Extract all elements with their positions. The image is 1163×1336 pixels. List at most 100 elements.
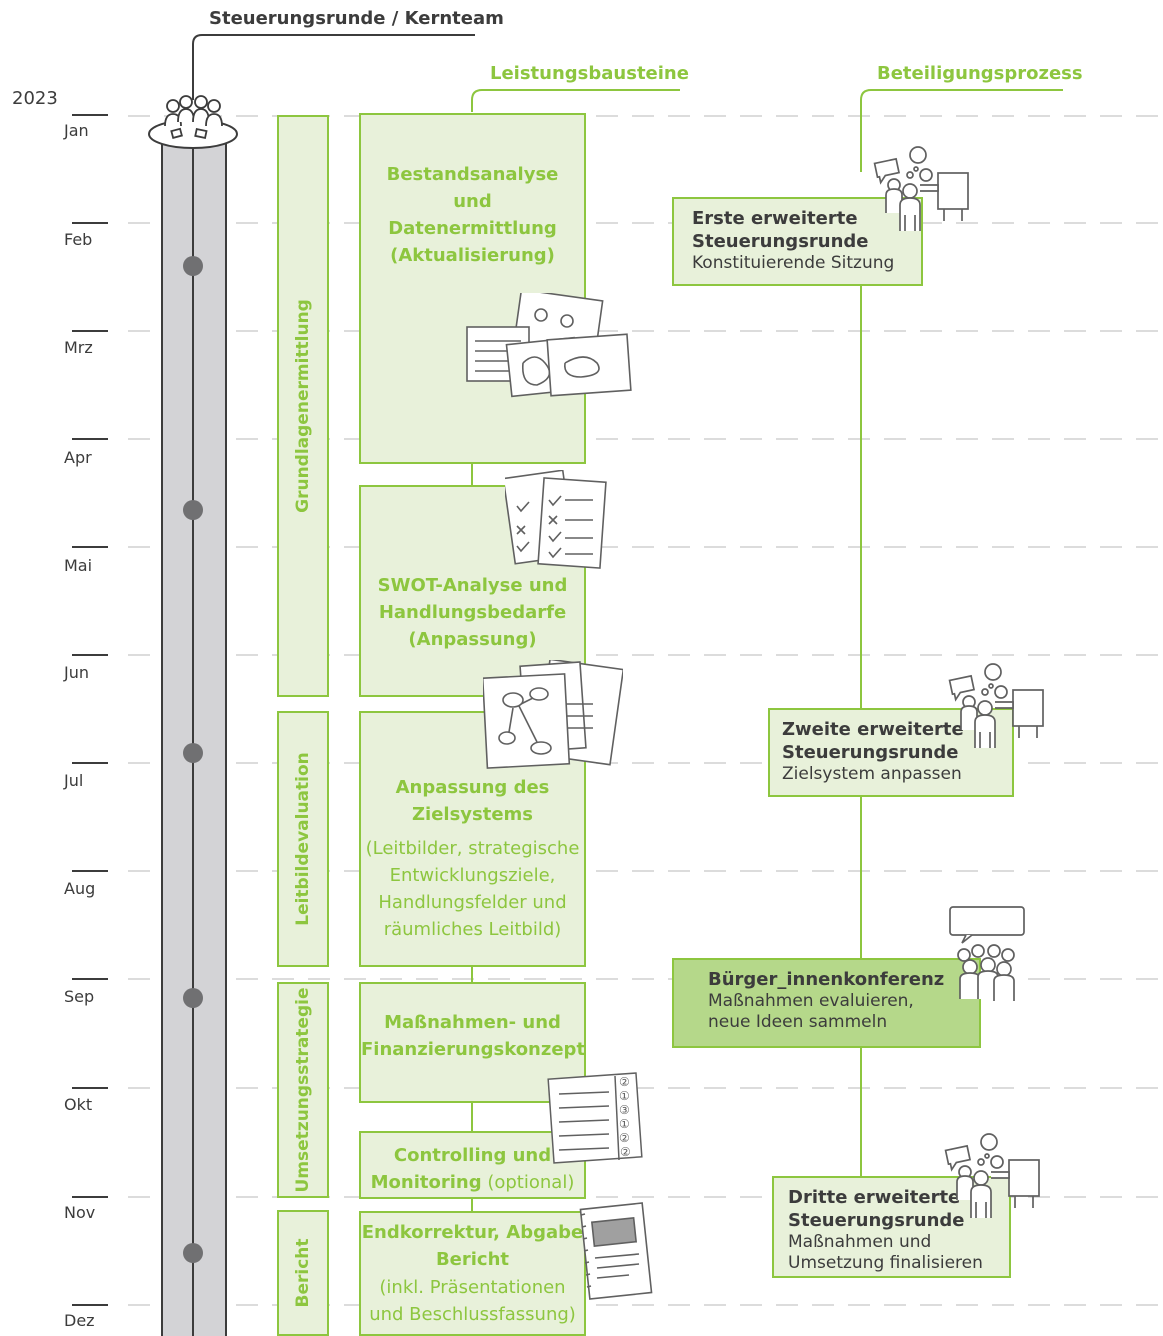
- phase-label: Leitbildevaluation: [293, 752, 313, 926]
- svg-text:①: ①: [619, 1089, 630, 1103]
- month-tick: [72, 114, 108, 116]
- month-tick: [72, 978, 108, 980]
- month-label: Mai: [64, 556, 93, 575]
- report-document-icon: [579, 1202, 653, 1300]
- meeting-presenter-icon: [873, 146, 969, 231]
- module-title-line: Handlungsbedarfe: [378, 602, 567, 623]
- month-label: Apr: [64, 448, 92, 467]
- event-buergerkonferenz: Bürger_innenkonferenz Maßnahmen evaluier…: [672, 958, 981, 1048]
- month-tick: [72, 222, 108, 224]
- event-subtitle-line: Maßnahmen und: [788, 1232, 932, 1252]
- month-tick: [72, 1304, 108, 1306]
- month-tick: [72, 330, 108, 332]
- maps-documents-icon: [466, 293, 632, 398]
- month-label: Okt: [64, 1095, 93, 1114]
- month-tick: [72, 654, 108, 656]
- steering-timeline: [161, 129, 227, 1336]
- module-title-line: Bericht: [435, 1249, 510, 1270]
- milestone-dot: [183, 988, 203, 1008]
- event-title-line: Steuerungsrunde: [788, 1210, 965, 1231]
- month-tick: [72, 1087, 108, 1089]
- month-label: Aug: [64, 879, 96, 898]
- module-detail-line: Handlungsfelder und: [378, 892, 567, 913]
- module-detail-line: und Beschlussfassung): [369, 1304, 576, 1325]
- month-label: Jan: [64, 121, 89, 140]
- module-title-line: Endkorrektur, Abgabe: [361, 1222, 584, 1243]
- checklist-documents-icon: [505, 470, 607, 569]
- module-detail-line: (inkl. Präsentationen: [379, 1277, 566, 1298]
- month-label: Feb: [64, 230, 93, 249]
- event-title-line: Dritte erweiterte: [788, 1187, 961, 1208]
- module-title-line: Datenermittlung: [388, 218, 557, 239]
- meeting-presenter-icon: [944, 1133, 1040, 1218]
- month-label: Mrz: [64, 338, 93, 357]
- phase-grundlagenermittlung: Grundlagenermittlung: [277, 115, 329, 697]
- milestone-dot: [183, 743, 203, 763]
- group-meeting-icon: [148, 95, 238, 149]
- meeting-presenter-icon: [948, 663, 1044, 748]
- month-label: Jun: [64, 663, 89, 682]
- month-label: Dez: [64, 1311, 95, 1330]
- module-title-line: Anpassung des: [395, 777, 550, 798]
- event-subtitle-line: neue Ideen sammeln: [708, 1012, 888, 1032]
- phase-label: Grundlagenermittlung: [293, 299, 313, 513]
- mindmap-documents-icon: [483, 660, 623, 769]
- svg-text:②: ②: [619, 1131, 630, 1145]
- modules-header: Leistungsbausteine: [490, 63, 689, 84]
- module-title-line: Finanzierungskonzept: [361, 1039, 586, 1060]
- milestone-dot: [183, 500, 203, 520]
- module-title-line: Maßnahmen- und: [384, 1012, 561, 1033]
- module-detail-line: räumliches Leitbild): [383, 919, 562, 940]
- milestone-dot: [183, 256, 203, 276]
- svg-text:③: ③: [619, 1103, 630, 1117]
- month-tick: [72, 870, 108, 872]
- ranked-list-icon: ②①③ ①②②: [547, 1072, 643, 1164]
- phase-bericht: Bericht: [277, 1210, 329, 1336]
- module-controlling: Controlling und Monitoring (optional): [359, 1131, 586, 1199]
- event-dritte-steuerungsrunde: Dritte erweiterte Steuerungsrunde Maßnah…: [772, 1176, 1011, 1278]
- phase-umsetzungsstrategie: Umsetzungsstrategie: [277, 982, 329, 1198]
- phase-leitbildevaluation: Leitbildevaluation: [277, 711, 329, 967]
- event-subtitle-line: Maßnahmen evaluieren,: [708, 991, 914, 1011]
- module-title-line: Bestandsanalyse: [386, 164, 559, 185]
- year-label: 2023: [12, 88, 58, 109]
- event-title-line: Bürger_innenkonferenz: [708, 969, 945, 990]
- module-title-line: Controlling und: [393, 1145, 552, 1166]
- svg-text:②: ②: [619, 1075, 630, 1089]
- milestone-dot: [183, 1243, 203, 1263]
- module-bestandsanalyse: Bestandsanalyse und Datenermittlung (Akt…: [359, 113, 586, 464]
- event-subtitle-line: Umsetzung finalisieren: [788, 1253, 983, 1273]
- module-title-line: Zielsystems: [411, 804, 534, 825]
- month-tick: [72, 546, 108, 548]
- phase-label: Umsetzungsstrategie: [293, 987, 313, 1193]
- month-tick: [72, 1196, 108, 1198]
- event-title-line: Steuerungsrunde: [782, 742, 959, 763]
- event-subtitle-line: Konstituierende Sitzung: [692, 253, 895, 273]
- steering-header: Steuerungsrunde / Kernteam: [209, 8, 504, 29]
- module-optional-note: (optional): [481, 1172, 575, 1193]
- month-label: Nov: [64, 1203, 96, 1222]
- module-title-line: Monitoring: [370, 1172, 482, 1193]
- module-title-line: (Anpassung): [408, 629, 537, 650]
- month-tick: [72, 438, 108, 440]
- event-title-line: Erste erweiterte: [692, 208, 858, 229]
- month-label: Sep: [64, 987, 95, 1006]
- month-label: Jul: [64, 771, 84, 790]
- event-erste-steuerungsrunde: Erste erweiterte Steuerungsrunde Konstit…: [672, 197, 923, 286]
- event-subtitle-line: Zielsystem anpassen: [782, 764, 962, 784]
- month-tick: [72, 762, 108, 764]
- module-detail-line: (Leitbilder, strategische: [365, 838, 580, 859]
- svg-text:①: ①: [619, 1117, 630, 1131]
- crowd-speech-icon: [949, 906, 1025, 1001]
- phase-label: Bericht: [293, 1238, 313, 1308]
- module-title-line: und: [453, 191, 492, 212]
- event-title-line: Steuerungsrunde: [692, 231, 869, 252]
- svg-text:②: ②: [620, 1145, 631, 1159]
- event-title-line: Zweite erweiterte: [782, 719, 964, 740]
- module-title-line: (Aktualisierung): [390, 245, 555, 266]
- module-title-line: SWOT-Analyse und: [377, 575, 568, 596]
- module-endkorrektur: Endkorrektur, Abgabe Bericht (inkl. Präs…: [359, 1211, 586, 1336]
- participation-header: Beteiligungsprozess: [877, 63, 1083, 84]
- module-detail-line: Entwicklungsziele,: [389, 865, 556, 886]
